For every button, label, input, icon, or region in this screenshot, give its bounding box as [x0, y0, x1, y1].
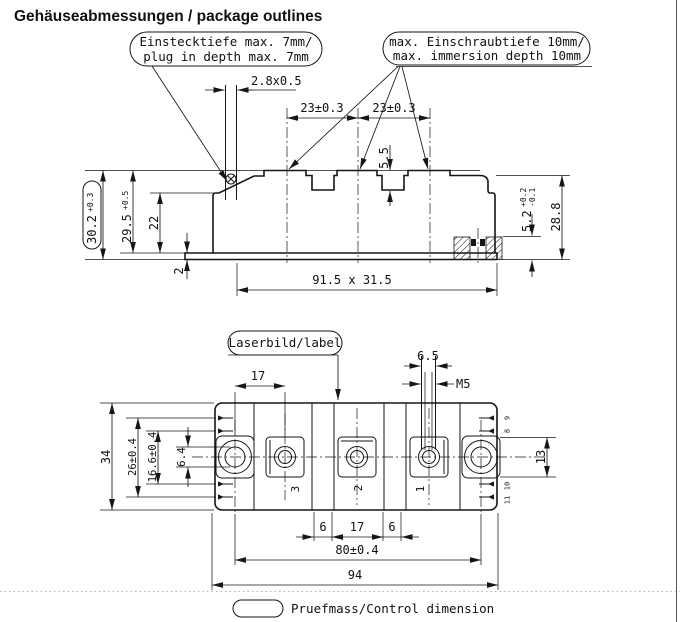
dim-26: 26±0.4: [126, 417, 216, 498]
mounting-hole-left: [215, 435, 255, 479]
dim-text: 23±0.3: [300, 101, 343, 115]
page-title: Gehäuseabmessungen / package outlines: [14, 8, 322, 25]
dim-tol-plus: +0.2: [519, 188, 528, 207]
dim-sleeve-5.2: 5.2 +0.2 -0.1: [519, 188, 537, 277]
baseplate-profile: [184, 252, 498, 261]
dim-text: 2.8x0.5: [251, 74, 302, 88]
balloon-immersion-depth: max. Einschraubtiefe 10mm/ max. immersio…: [288, 31, 592, 170]
pin-label-10: 10: [504, 482, 512, 490]
plug-tab-terminal: [225, 85, 237, 200]
legend-text: Pruefmass/Control dimension: [291, 601, 494, 616]
balloon-plug-in-depth: Einstecktiefe max. 7mm/ plug in depth ma…: [129, 31, 323, 182]
control-dimension-capsule: [82, 180, 102, 250]
dim-plate-91.5x31.5: 91.5 x 31.5: [236, 263, 498, 296]
terminal-3: 3: [265, 436, 305, 493]
dim-text: 17: [251, 369, 265, 383]
balloon-imm-line2: max. immersion depth 10mm: [393, 48, 581, 63]
dim-text: 80±0.4: [335, 543, 378, 557]
balloon-label-text: Laserbild/label: [229, 335, 342, 350]
dim-text: 26±0.4: [127, 438, 139, 476]
balloon-imm-line1: max. Einschraubtiefe 10mm/: [389, 34, 585, 49]
dim-text: 29.5: [120, 214, 134, 243]
dim-text: 28.8: [549, 203, 563, 232]
dim-text: 6.4: [175, 447, 188, 467]
dim-text: 30.2: [85, 215, 99, 244]
dim-text: 5.5: [377, 147, 391, 169]
bushing-section: [453, 228, 503, 266]
dim-thread: M5: [456, 377, 470, 391]
dim-6.4: 6.4: [175, 427, 230, 487]
dim-17-top: 17: [234, 369, 286, 434]
screw-m5: 6.5 M5: [402, 349, 470, 450]
pin-label-8: 8: [504, 429, 512, 433]
dim-text: 23±0.3: [372, 101, 415, 115]
dim-34: 34: [99, 402, 214, 511]
side-view: 2.8x0.5 23±0.3 23±0.3 5.5 30.2 +0.3: [82, 74, 570, 296]
dim-tab-2.8x0.5: 2.8x0.5: [205, 74, 302, 93]
dim-tol: +0.5: [121, 191, 130, 210]
dim-height-control-30.2: 30.2 +0.3: [82, 170, 106, 260]
pins-left: [218, 415, 233, 500]
target-mark: [225, 173, 237, 185]
dim-94: 94: [211, 513, 499, 590]
dim-text-6b: 6: [388, 520, 395, 534]
dim-text: 2: [172, 267, 186, 274]
balloon-plug-line1: Einstecktiefe max. 7mm/: [139, 34, 312, 49]
terminal-label-2: 2: [352, 485, 365, 492]
legend-control-dimension: Pruefmass/Control dimension: [232, 599, 494, 618]
mounting-hole-right: [461, 435, 501, 479]
top-view: Laserbild/label: [99, 330, 556, 590]
dim-text: 16.6±0.4: [147, 432, 159, 483]
dim-text-17: 17: [350, 520, 364, 534]
dim-right-28.8: 28.8: [549, 175, 565, 260]
dim-6-17-6: 6 17 6: [296, 512, 419, 541]
dim-tol-minus: -0.1: [528, 188, 537, 207]
pins-right: 9 8 10 11: [479, 415, 512, 504]
dim-text: 91.5 x 31.5: [312, 273, 391, 287]
leader-plug-depth: [151, 65, 228, 182]
dim-baseplate-2: 2: [172, 233, 190, 279]
dim-text: 34: [99, 450, 113, 464]
terminal-2: 2: [337, 436, 377, 492]
dim-16.6: 16.6±0.4: [146, 430, 216, 485]
dim-13: 13: [500, 437, 556, 478]
balloon-plug-line2: plug in depth max. 7mm: [143, 49, 309, 64]
balloon-label: Laserbild/label: [227, 330, 343, 400]
dim-notch-5.5: 5.5: [377, 145, 393, 206]
edge-pins: 9 8 10 11: [218, 415, 512, 504]
dim-text-6a: 6: [319, 520, 326, 534]
control-dimension-symbol: [232, 599, 284, 618]
dim-screw-head: 6.5: [417, 349, 439, 363]
pin-label-9: 9: [504, 416, 512, 420]
terminal-label-3: 3: [289, 486, 302, 493]
module-top-outline: [214, 402, 498, 511]
dim-pitch-left: 23±0.3: [287, 101, 358, 121]
dim-text: 94: [348, 568, 362, 582]
dim-height-29.5: 29.5 +0.5: [120, 170, 136, 253]
module-body-profile: [212, 169, 496, 253]
dim-text: 22: [147, 216, 161, 230]
dim-80: 80±0.4: [234, 514, 482, 565]
dim-body-22: 22: [147, 193, 163, 253]
terminal-label-1: 1: [414, 486, 427, 493]
dim-text: 5.2: [520, 210, 534, 232]
dim-pitch-right: 23±0.3: [358, 101, 430, 121]
dim-tol: +0.3: [86, 193, 95, 212]
dim-text: 13: [534, 450, 548, 464]
pin-label-11: 11: [504, 496, 512, 504]
terminal-1: 1: [409, 436, 449, 493]
